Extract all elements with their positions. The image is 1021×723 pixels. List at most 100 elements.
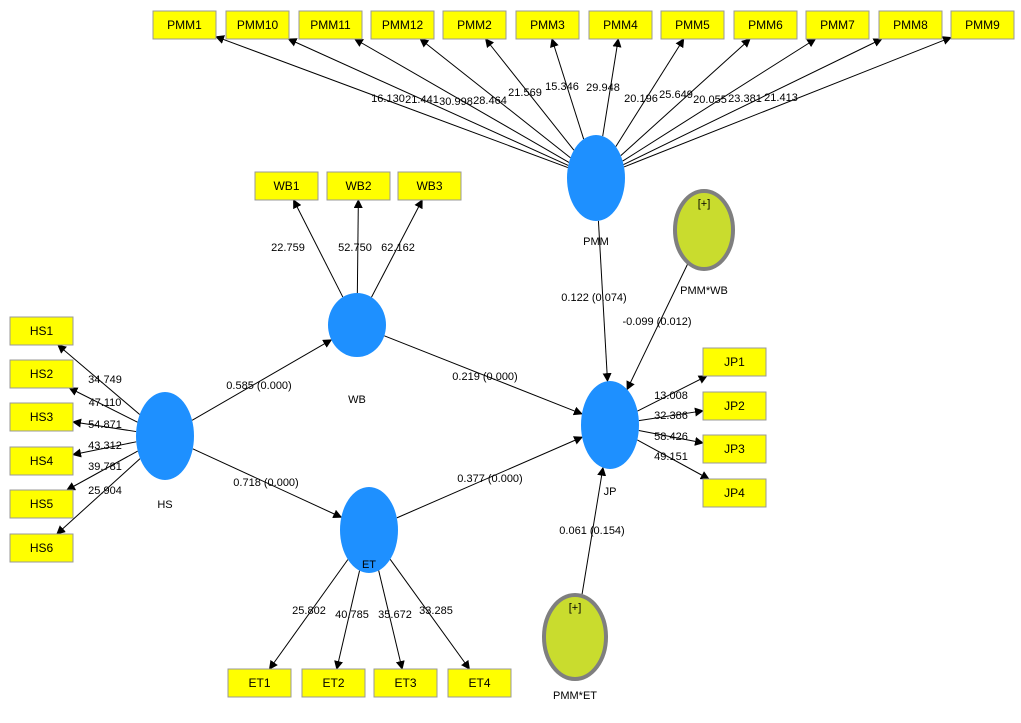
loading-value-pmm6: 25.649 bbox=[659, 89, 693, 101]
loading-value-pmm4: 29.948 bbox=[586, 82, 620, 94]
construct-node-jp[interactable] bbox=[581, 381, 639, 469]
indicator-box-pmm11[interactable] bbox=[298, 10, 363, 40]
indicator-box-jp2[interactable] bbox=[702, 391, 767, 421]
indicator-box-pmm4[interactable] bbox=[588, 10, 653, 40]
moderator-node-pmmwb[interactable] bbox=[673, 189, 735, 271]
indicator-box-pmm8[interactable] bbox=[878, 10, 943, 40]
loading-arrow-pmm5 bbox=[615, 38, 685, 147]
indicator-box-hs3[interactable] bbox=[9, 402, 74, 432]
indicator-box-pmm5[interactable] bbox=[660, 10, 725, 40]
indicator-box-hs1[interactable] bbox=[9, 316, 74, 346]
moderator-node-pmmet[interactable] bbox=[542, 593, 608, 681]
loading-arrow-wb1 bbox=[293, 199, 344, 298]
loading-arrow-wb2 bbox=[353, 199, 363, 294]
indicator-box-pmm3[interactable] bbox=[515, 10, 580, 40]
loading-arrow-et2 bbox=[334, 570, 361, 670]
expand-badge-pmmet[interactable]: [+] bbox=[569, 602, 582, 614]
indicator-box-et2[interactable] bbox=[301, 668, 366, 698]
indicator-box-pmm12[interactable] bbox=[370, 10, 435, 40]
path-coefficient-wb-to-jp: 0.219 (0.000) bbox=[452, 371, 517, 383]
expand-badge-pmmwb[interactable]: [+] bbox=[698, 198, 711, 210]
path-coefficient-pmm-to-jp: 0.122 (0.074) bbox=[561, 292, 626, 304]
indicator-box-wb3[interactable] bbox=[397, 171, 462, 201]
indicator-box-pmm9[interactable] bbox=[950, 10, 1015, 40]
loading-value-pmm1: 16.130 bbox=[371, 93, 405, 105]
construct-node-wb[interactable] bbox=[328, 293, 386, 357]
loading-arrow-et1 bbox=[268, 559, 349, 670]
loading-value-hs2: 47.110 bbox=[89, 397, 122, 409]
loading-value-pmm8: 23.381 bbox=[728, 93, 762, 105]
indicator-label-pmm5: PMM5 bbox=[675, 18, 710, 32]
construct-node-et[interactable] bbox=[340, 487, 398, 573]
loading-arrow-pmm2 bbox=[484, 38, 575, 151]
path-coefficient-et-to-jp: 0.377 (0.000) bbox=[457, 473, 522, 485]
indicator-box-et4[interactable] bbox=[447, 668, 512, 698]
path-arrow-pmmet-to-jp bbox=[581, 466, 607, 597]
indicator-label-jp1: JP1 bbox=[724, 355, 745, 369]
loading-value-jp3: 58.426 bbox=[654, 431, 688, 443]
loading-arrow-jp4 bbox=[637, 439, 710, 480]
construct-label-jp: JP bbox=[604, 486, 617, 498]
loading-value-jp2: 32.386 bbox=[654, 410, 688, 422]
loading-value-pmm3: 15.346 bbox=[545, 81, 579, 93]
indicator-label-hs1: HS1 bbox=[30, 324, 54, 338]
indicator-box-pmm6[interactable] bbox=[733, 10, 798, 40]
indicator-box-jp3[interactable] bbox=[702, 434, 767, 464]
loading-arrow-jp3 bbox=[638, 430, 704, 446]
indicator-label-pmm11: PMM11 bbox=[310, 18, 351, 32]
loading-value-hs3: 54.871 bbox=[88, 419, 122, 431]
loading-value-jp1: 13.008 bbox=[654, 390, 688, 402]
indicator-box-et1[interactable] bbox=[227, 668, 292, 698]
construct-label-pmm: PMM bbox=[583, 236, 609, 248]
indicator-box-hs4[interactable] bbox=[9, 446, 74, 476]
indicator-label-pmm9: PMM9 bbox=[965, 18, 1000, 32]
indicator-label-jp4: JP4 bbox=[724, 486, 745, 500]
indicator-box-hs5[interactable] bbox=[9, 489, 74, 519]
path-arrow-hs-to-wb bbox=[191, 339, 333, 421]
loading-arrow-hs3 bbox=[72, 418, 137, 433]
loading-value-jp4: 49.151 bbox=[654, 451, 688, 463]
indicator-label-hs5: HS5 bbox=[30, 497, 54, 511]
construct-label-wb: WB bbox=[348, 394, 366, 406]
indicator-box-pmm2[interactable] bbox=[442, 10, 507, 40]
loading-arrow-pmm3 bbox=[550, 38, 585, 140]
moderator-label-pmmet: PMM*ET bbox=[553, 690, 597, 702]
path-arrow-wb-to-jp bbox=[384, 335, 583, 416]
loading-arrow-pmm4 bbox=[602, 38, 622, 137]
loading-value-wb2: 52.750 bbox=[338, 242, 372, 254]
loading-arrow-pmm10 bbox=[287, 38, 569, 166]
indicator-label-hs6: HS6 bbox=[30, 541, 54, 555]
indicator-box-hs6[interactable] bbox=[9, 533, 74, 563]
loading-value-pmm12: 28.464 bbox=[473, 95, 507, 107]
indicator-box-wb2[interactable] bbox=[326, 171, 391, 201]
loading-arrow-pmm11 bbox=[353, 38, 570, 163]
indicator-box-et3[interactable] bbox=[373, 668, 438, 698]
loading-value-pmm9: 21.413 bbox=[764, 92, 798, 104]
indicator-label-et1: ET1 bbox=[248, 676, 270, 690]
indicator-label-pmm4: PMM4 bbox=[603, 18, 638, 32]
edges-layer bbox=[56, 35, 952, 670]
indicator-label-jp3: JP3 bbox=[724, 442, 745, 456]
indicator-box-jp4[interactable] bbox=[702, 478, 767, 508]
loading-value-et2: 40.785 bbox=[335, 609, 369, 621]
loading-value-wb1: 22.759 bbox=[271, 242, 305, 254]
indicator-label-wb3: WB3 bbox=[416, 179, 442, 193]
indicator-box-pmm7[interactable] bbox=[805, 10, 870, 40]
loading-arrow-pmm7 bbox=[622, 38, 817, 162]
loading-value-hs5: 39.781 bbox=[88, 461, 122, 473]
loading-value-pmm11: 30.998 bbox=[439, 96, 473, 108]
construct-label-et: ET bbox=[362, 559, 376, 571]
indicator-box-jp1[interactable] bbox=[702, 347, 767, 377]
indicator-box-hs2[interactable] bbox=[9, 359, 74, 389]
indicator-box-wb1[interactable] bbox=[254, 171, 319, 201]
construct-node-hs[interactable] bbox=[136, 392, 194, 480]
indicator-label-pmm1: PMM1 bbox=[167, 18, 202, 32]
loading-arrow-hs6 bbox=[56, 458, 141, 535]
indicator-box-pmm1[interactable] bbox=[152, 10, 217, 40]
indicator-label-hs4: HS4 bbox=[30, 454, 54, 468]
construct-node-pmm[interactable] bbox=[567, 135, 625, 221]
indicator-box-pmm10[interactable] bbox=[225, 10, 290, 40]
indicator-label-et2: ET2 bbox=[322, 676, 344, 690]
loading-arrow-hs5 bbox=[66, 450, 138, 491]
